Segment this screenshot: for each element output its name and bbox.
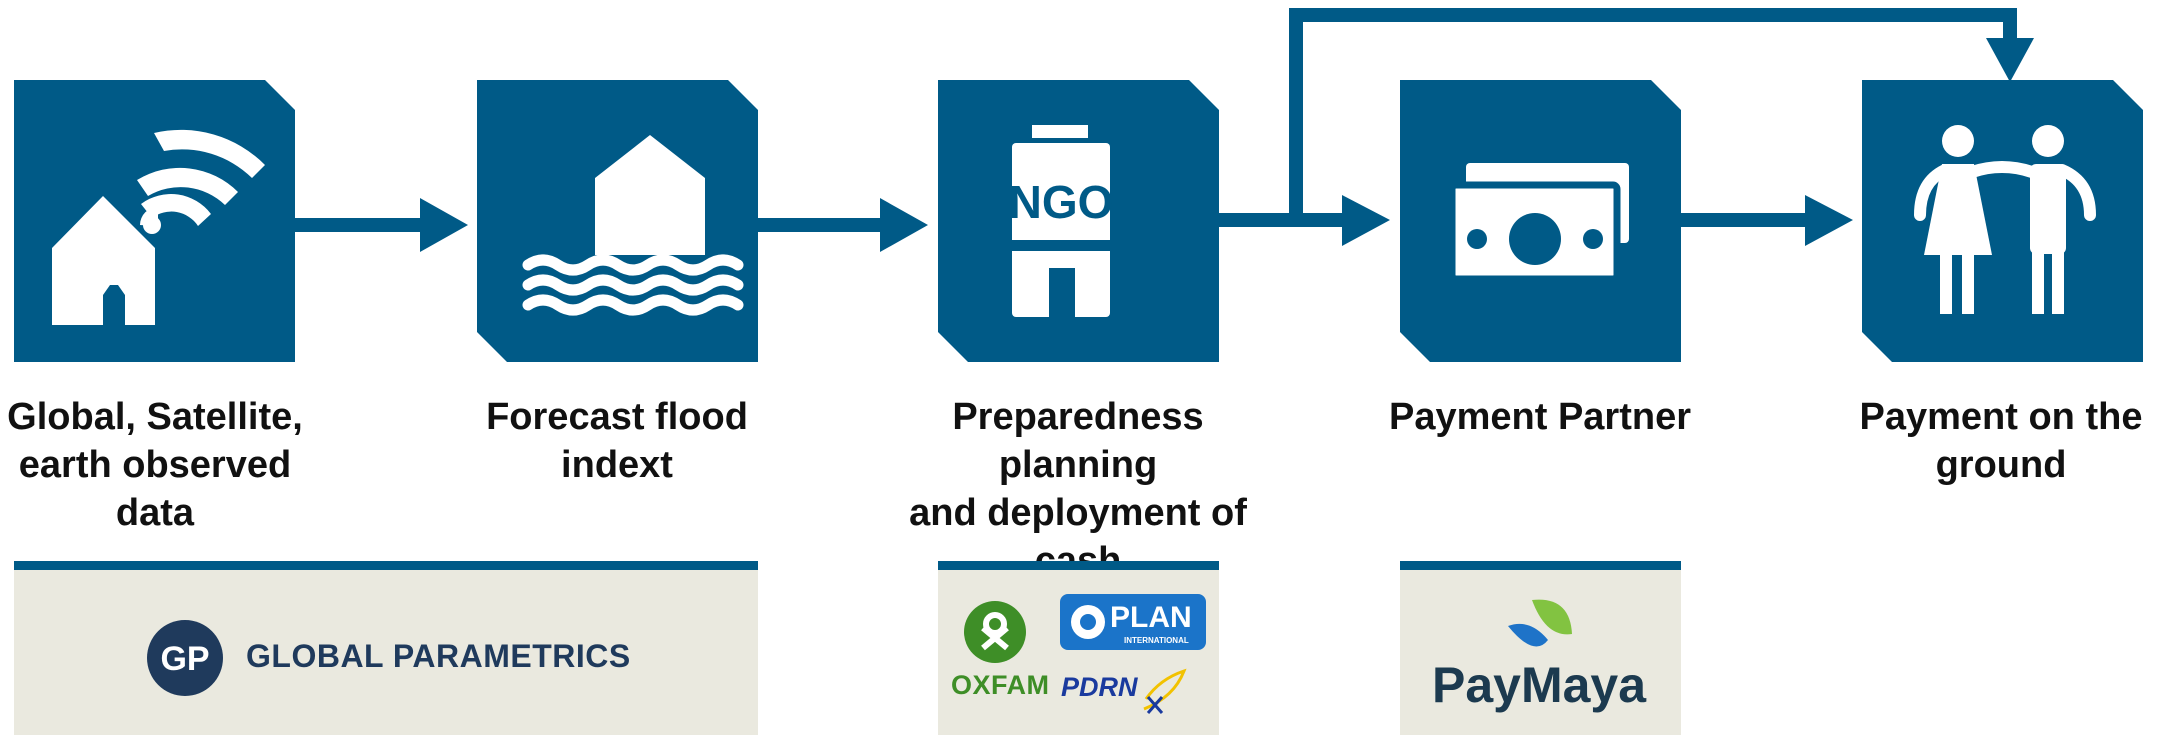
plan-logo-sub: INTERNATIONAL	[1124, 636, 1189, 645]
house-signal-icon	[52, 129, 265, 325]
partner-bar-global-parametrics	[14, 561, 758, 570]
ngo-label: NGO	[1009, 176, 1114, 228]
arrow-forecast-to-preparedness	[758, 198, 928, 252]
arrow-payment-partner-to-ground	[1681, 195, 1853, 246]
plan-logo: PLAN INTERNATIONAL	[1060, 594, 1206, 650]
partner-panel-paymaya: PayMaya	[1400, 570, 1681, 735]
paymaya-leaf-icon	[1508, 599, 1572, 647]
arrow-preparedness-to-payment-partner	[1219, 195, 1390, 246]
partner-bar-paymaya	[1400, 561, 1681, 570]
gp-logo-name: GLOBAL PARAMETRICS	[246, 638, 631, 674]
step-box-payment-ground	[1862, 80, 2143, 362]
gp-monogram: GP	[160, 640, 209, 678]
partner-panel-ngos: OXFAM PLAN INTERNATIONAL PDRN	[938, 570, 1219, 735]
step-label-payment-ground: Payment on the ground	[1859, 396, 2143, 486]
ngo-building-icon: NGO	[1009, 125, 1114, 317]
oxfam-logo-icon	[964, 601, 1026, 663]
people-icon	[1914, 125, 2096, 314]
partner-bar-ngos	[938, 561, 1219, 570]
step-label-payment-partner: Payment Partner	[1388, 396, 1691, 438]
oxfam-logo-text: OXFAM	[951, 670, 1050, 700]
bypass-arrow-preparedness-to-ground	[1289, 8, 2034, 220]
step-label-data: Global, Satellite, earth observed data	[7, 396, 303, 534]
plan-logo-name: PLAN	[1110, 601, 1192, 634]
pdrn-logo-text: PDRN	[1061, 672, 1138, 702]
paymaya-logo-text: PayMaya	[1432, 657, 1647, 713]
partner-panel-global-parametrics: GP GLOBAL PARAMETRICS	[14, 570, 758, 735]
gp-logo-badge: GP	[147, 620, 223, 696]
pdrn-logo-swoosh-icon	[1143, 668, 1187, 714]
flooded-house-icon	[522, 135, 744, 316]
step-label-forecast: Forecast flood indext	[486, 396, 748, 486]
cash-icon	[1448, 163, 1629, 283]
arrow-data-to-forecast	[295, 198, 468, 252]
